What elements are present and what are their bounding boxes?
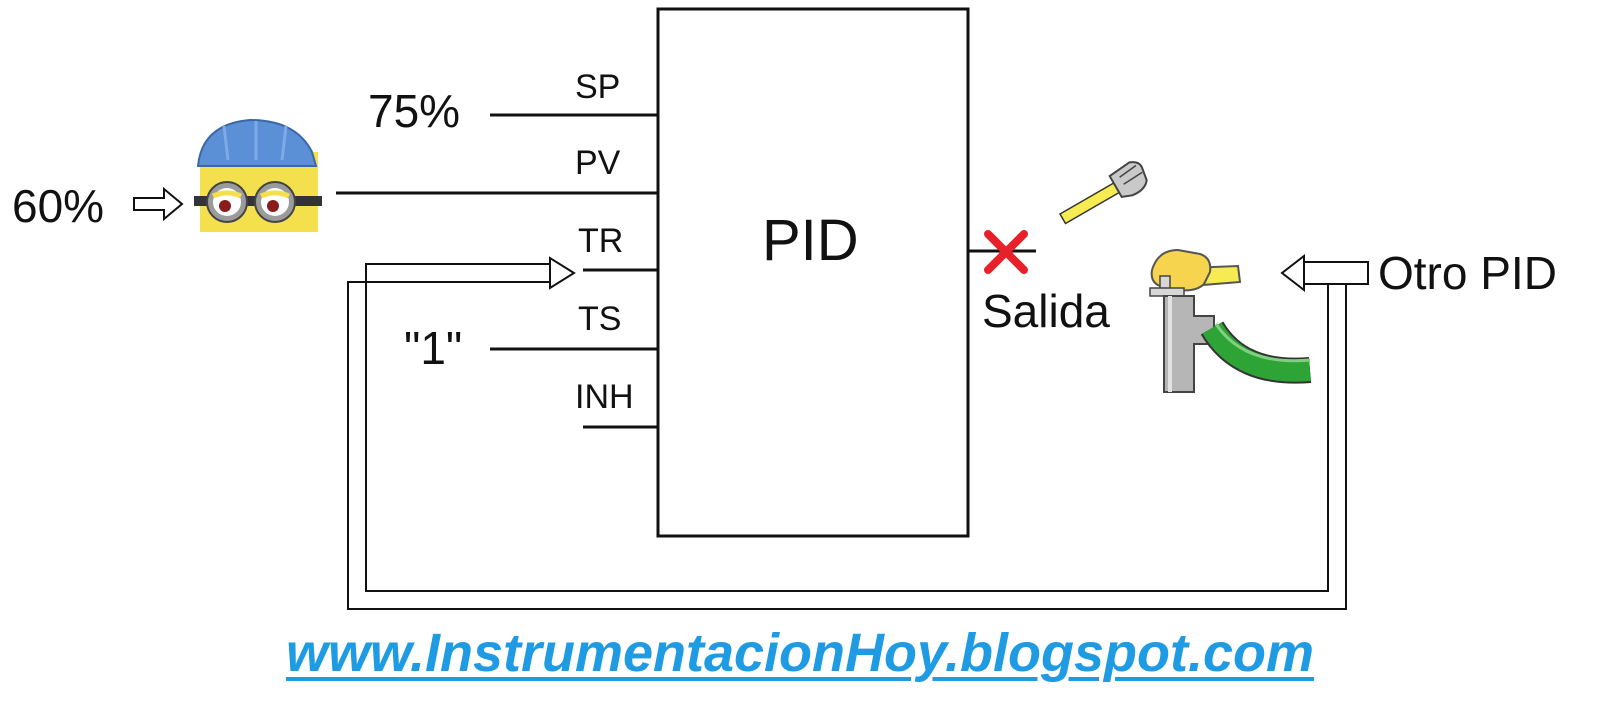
pv-pin-label: PV xyxy=(575,144,621,182)
output-label: Salida xyxy=(982,285,1110,337)
pv-input-arrow xyxy=(133,186,184,222)
pv-value: 60% xyxy=(12,180,105,232)
footer-url-link[interactable]: www.InstrumentacionHoy.blogspot.com xyxy=(285,623,1315,683)
ts-pin-label: TS xyxy=(578,300,622,338)
hand-icon xyxy=(1058,161,1148,225)
external-pid-label: Otro PID xyxy=(1378,247,1557,299)
minion-operator-icon xyxy=(194,118,322,232)
disconnected-x-icon xyxy=(984,230,1028,274)
tr-pin-label: TR xyxy=(578,222,624,260)
ts-value: "1" xyxy=(404,322,463,374)
pid-block xyxy=(656,7,970,538)
feedback-arrow xyxy=(347,253,1369,610)
sp-pin-label: SP xyxy=(575,68,621,106)
faucet-hand-icon xyxy=(1149,248,1312,393)
sp-value: 75% xyxy=(368,85,461,137)
inh-pin-label: INH xyxy=(575,378,634,416)
pid-title: PID xyxy=(762,208,859,273)
